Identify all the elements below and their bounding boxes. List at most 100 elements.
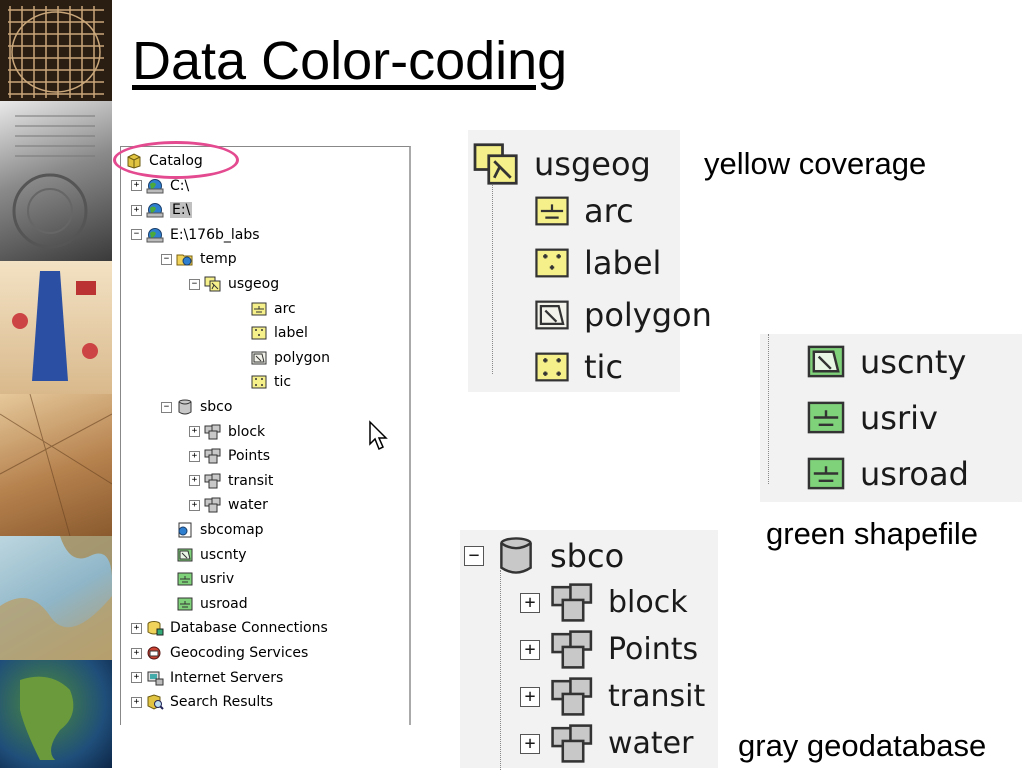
- tree-item-c-drive[interactable]: + C:\: [131, 175, 189, 197]
- tree-item-block[interactable]: +block: [189, 421, 265, 443]
- map-document-icon: [176, 522, 194, 538]
- zoom-item-uscnty: uscnty: [804, 342, 966, 381]
- tree-item-label: temp: [200, 251, 237, 268]
- collapse-icon[interactable]: −: [161, 253, 172, 265]
- expand-icon[interactable]: +: [131, 180, 142, 192]
- tree-item-label: usgeog: [228, 276, 280, 292]
- coverage-label-icon: [250, 325, 268, 341]
- zoom-item-block: +block: [520, 582, 688, 623]
- zoom-item-sbco: − sbco: [464, 536, 624, 575]
- zoom-item-label: Points: [608, 632, 699, 667]
- coverage-arc-icon: [532, 193, 572, 229]
- tree-item-usroad[interactable]: usroad: [161, 593, 248, 615]
- tree-item-search-results[interactable]: + Search Results: [131, 691, 273, 713]
- tree-item-sbco[interactable]: −sbco: [161, 396, 232, 418]
- tree-item-usgeog[interactable]: − usgeog: [189, 273, 279, 295]
- tree-item-points[interactable]: + Points: [189, 445, 270, 467]
- tree-item-label: E:\: [170, 202, 193, 219]
- geocoding-icon: [146, 645, 164, 661]
- expand-icon: +: [520, 686, 540, 707]
- mediterranean-map-image: [0, 536, 112, 660]
- feature-dataset-icon: [204, 424, 222, 440]
- database-connections-icon: [146, 620, 164, 636]
- zoom-item-label: tic: [584, 348, 624, 386]
- expand-icon[interactable]: +: [189, 499, 200, 511]
- tree-item-label: C:\: [170, 177, 190, 194]
- tree-item-label[interactable]: label: [235, 322, 308, 344]
- tree-item-sbcomap[interactable]: sbcomap: [161, 519, 264, 541]
- tree-item-label: arc: [274, 300, 296, 317]
- zoom-item-usriv: usriv: [804, 398, 938, 437]
- collapse-icon[interactable]: −: [189, 278, 200, 290]
- tree-item-tic[interactable]: tic: [235, 371, 291, 393]
- zoom-item-label: label: [584, 244, 662, 282]
- tree-item-polygon[interactable]: polygon: [235, 347, 330, 369]
- coverage-icon: [472, 142, 522, 186]
- tree-item-label: Points: [228, 448, 271, 465]
- tree-item-label: Geocoding Services: [170, 645, 309, 661]
- zoom-item-usgeog: usgeog: [472, 142, 651, 186]
- coverage-label-icon: [532, 245, 572, 281]
- internet-servers-icon: [146, 670, 164, 686]
- tree-item-database-connections[interactable]: +Database Connections: [131, 617, 328, 639]
- tree-item-uscnty[interactable]: uscnty: [161, 544, 247, 566]
- tree-item-geocoding-services[interactable]: + Geocoding Services: [131, 642, 308, 664]
- expand-icon[interactable]: +: [131, 204, 142, 216]
- tree-item-label: polygon: [274, 349, 330, 366]
- feature-dataset-icon: [550, 629, 596, 670]
- expand-icon[interactable]: +: [189, 426, 200, 438]
- shapefile-line-icon: [804, 398, 848, 437]
- collapse-icon: −: [464, 545, 484, 566]
- zoom-item-water: + water: [520, 723, 693, 764]
- expand-icon[interactable]: +: [131, 696, 142, 708]
- north-america-globe-image: [0, 660, 112, 768]
- zoom-item-label: usroad: [860, 454, 969, 493]
- collapse-icon[interactable]: −: [161, 401, 172, 413]
- tree-item-e-drive[interactable]: + E:\: [131, 199, 193, 221]
- expand-icon[interactable]: +: [131, 672, 142, 684]
- catalog-tree-panel[interactable]: Catalog+C:\+E:\−E:\176b_labs−temp−usgeog…: [120, 146, 411, 725]
- expand-icon[interactable]: +: [131, 647, 142, 659]
- tree-item-label: E:\176b_labs: [170, 226, 260, 243]
- coverage-polygon-icon: [532, 297, 572, 333]
- tree-item-usriv[interactable]: usriv: [161, 568, 234, 590]
- feature-dataset-icon: [204, 448, 222, 464]
- tree-item-label: uscnty: [200, 546, 247, 563]
- tree-item-temp[interactable]: − temp: [161, 248, 237, 270]
- coverage-caption: yellow coverage: [704, 146, 927, 181]
- zoom-item-label: uscnty: [860, 342, 967, 381]
- tree-item-label: usriv: [200, 571, 235, 588]
- tree-item-transit[interactable]: + transit: [189, 470, 273, 492]
- tree-item-label: Search Results: [170, 694, 274, 711]
- zoom-item-label: arc: [584, 192, 634, 230]
- shapefile-line-icon: [804, 454, 848, 493]
- tree-item-internet-servers[interactable]: + Internet Servers: [131, 667, 283, 689]
- tree-item-label: Internet Servers: [170, 669, 284, 686]
- drive-icon: [146, 202, 164, 218]
- zoom-item-arc: arc: [532, 192, 634, 230]
- feature-dataset-icon: [550, 676, 596, 717]
- search-results-icon: [146, 694, 164, 710]
- tree-item-label: sbcomap: [200, 522, 264, 538]
- tree-item-water[interactable]: +water: [189, 494, 268, 516]
- zoom-item-label: sbco: [550, 536, 625, 575]
- collapse-icon[interactable]: −: [131, 229, 142, 241]
- geodatabase-icon: [176, 399, 194, 415]
- expand-icon[interactable]: +: [189, 450, 200, 462]
- tree-item-arc[interactable]: arc: [235, 298, 296, 320]
- expand-icon: +: [520, 733, 540, 754]
- shapefile-line-icon: [176, 571, 194, 587]
- feature-dataset-icon: [204, 473, 222, 489]
- tree-item-176b-labs[interactable]: − E:\176b_labs: [131, 224, 260, 246]
- tree-connector-line: [500, 570, 501, 770]
- feature-dataset-icon: [550, 723, 596, 764]
- coverage-tic-icon: [532, 349, 572, 385]
- zoom-item-transit: + transit: [520, 676, 705, 717]
- expand-icon[interactable]: +: [131, 622, 142, 634]
- zoom-item-label: water: [608, 726, 694, 761]
- tree-item-label: transit: [228, 472, 274, 489]
- expand-icon[interactable]: +: [189, 475, 200, 487]
- mouse-pointer-icon: [369, 420, 388, 451]
- zoom-item-label: transit: [608, 679, 706, 714]
- coverage-tic-icon: [250, 374, 268, 390]
